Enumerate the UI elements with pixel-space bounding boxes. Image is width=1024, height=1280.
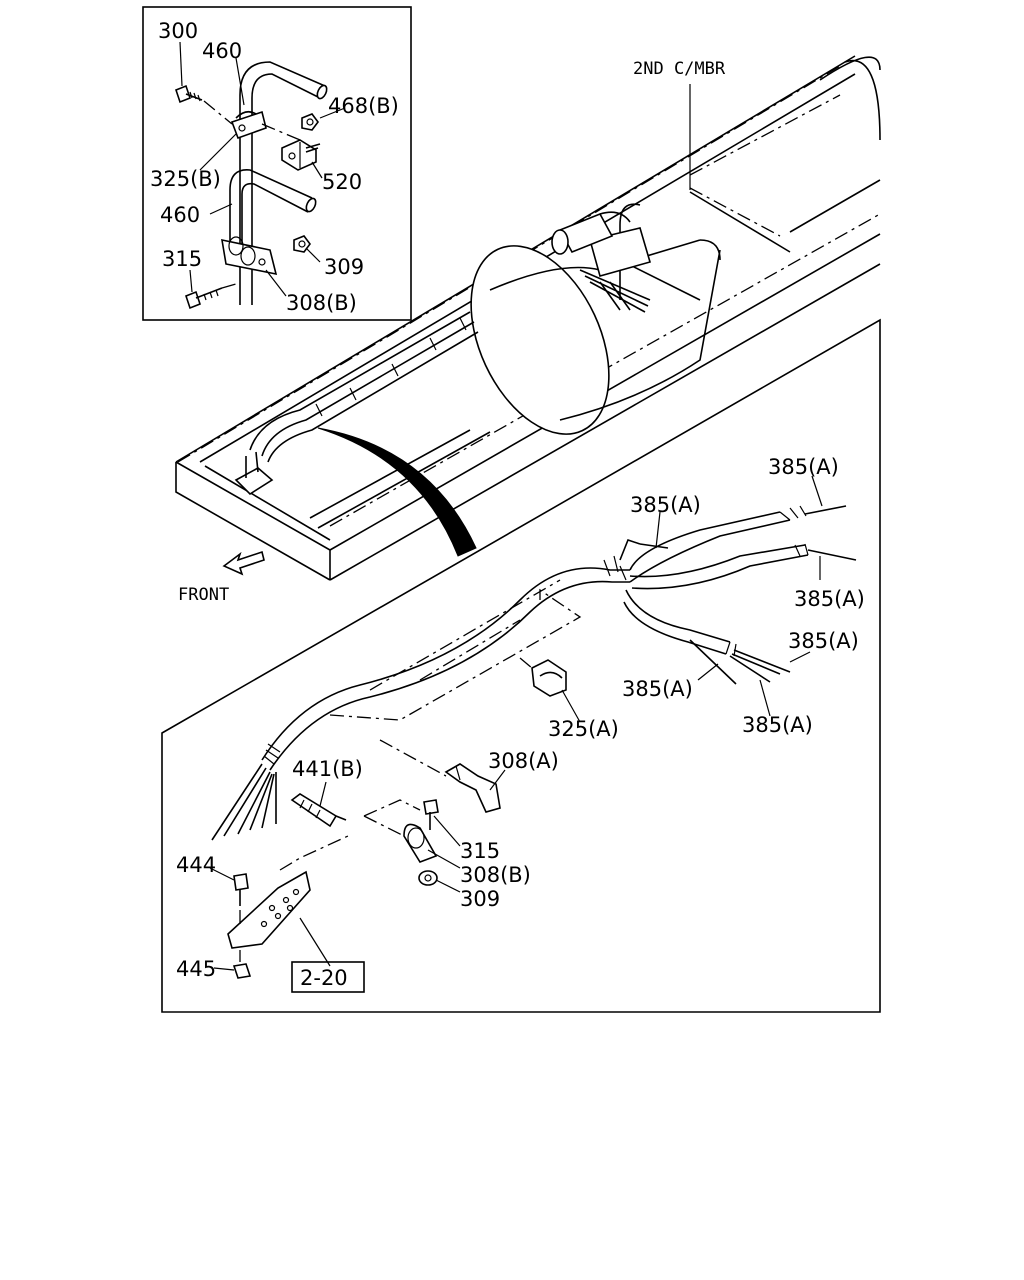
label-2nd-member: 2ND C/MBR: [633, 59, 726, 79]
label-308b-inset: 308(B): [286, 291, 357, 315]
label-309: 309: [460, 887, 500, 911]
washer-309: [418, 870, 438, 886]
label-309-inset: 309: [324, 255, 364, 279]
label-308b: 308(B): [460, 863, 531, 887]
bolt-300: [175, 84, 203, 104]
bracket-2-20: [227, 870, 311, 949]
label-315-inset: 315: [162, 247, 202, 271]
bolt-315: [185, 287, 223, 310]
label-385a-1: 385(A): [768, 455, 839, 479]
label-468b: 468(B): [328, 94, 399, 118]
label-460-top: 460: [202, 39, 242, 63]
detail-callout-arrow: [317, 427, 477, 557]
label-444: 444: [176, 853, 216, 877]
panel-frame: [161, 318, 881, 1013]
label-385a-3: 385(A): [794, 587, 865, 611]
label-460-mid: 460: [160, 203, 200, 227]
label-445: 445: [176, 957, 216, 981]
bolt-444: [233, 873, 249, 906]
bracket-520: [281, 139, 321, 171]
ref-box-2-20[interactable]: 2-20: [291, 961, 365, 993]
pipe-460-lower: [229, 169, 313, 265]
clip-325a: [531, 659, 567, 697]
label-325b: 325(B): [150, 167, 221, 191]
label-315: 315: [460, 839, 500, 863]
pipe-bundle: [249, 311, 471, 451]
pipe-460-upper: [239, 61, 326, 305]
clamp-308b: [221, 236, 278, 276]
chassis-frame: 2ND C/MBR FRONT: [175, 55, 881, 605]
ref-box-label: 2-20: [300, 966, 348, 990]
front-arrow-icon: [222, 550, 265, 576]
label-front: FRONT: [178, 585, 229, 605]
label-308a: 308(A): [488, 749, 559, 773]
label-385a-4: 385(A): [788, 629, 859, 653]
label-520: 520: [322, 170, 362, 194]
bolt-315: [423, 799, 439, 830]
clamp-308b: [403, 823, 438, 863]
nut-445: [232, 963, 252, 979]
inset-detail: 300 460 468(B) 325(B) 520 460 315 309 30…: [142, 6, 412, 321]
label-385a-5: 385(A): [622, 677, 693, 701]
inset-frame: [142, 6, 412, 321]
fuel-tank: [470, 239, 721, 435]
harness-panel: 385(A) 385(A) 385(A) 385(A) 385(A) 385(A…: [161, 318, 881, 1013]
wiring-harness: [211, 505, 857, 841]
tank-unit: [551, 211, 651, 313]
nut-468b: [301, 113, 319, 131]
label-441b: 441(B): [292, 757, 363, 781]
label-385a-2: 385(A): [630, 493, 701, 517]
clip-325b: [230, 110, 267, 140]
label-300: 300: [158, 19, 198, 43]
clip-308a: [444, 763, 501, 813]
connector-441b: [290, 793, 347, 828]
label-385a-6: 385(A): [742, 713, 813, 737]
label-325a: 325(A): [548, 717, 619, 741]
